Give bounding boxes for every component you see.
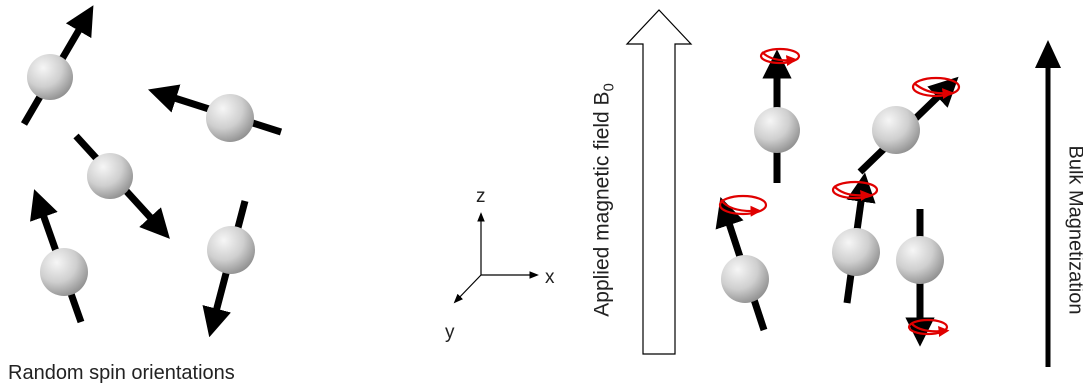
applied-field-text: Applied magnetic field B xyxy=(590,91,614,317)
random-spin-4 xyxy=(30,189,88,324)
random-spin-3 xyxy=(73,133,170,239)
aligned-spin-1 xyxy=(754,47,801,183)
aligned-spin-5 xyxy=(896,209,950,347)
random-spin-1 xyxy=(20,5,94,126)
applied-field-label: Applied magnetic field B0 xyxy=(590,83,617,316)
caption-random-spin-orientations: Random spin orientations xyxy=(8,362,235,384)
aligned-spin-2 xyxy=(857,76,961,175)
aligned-spin-3 xyxy=(715,194,769,332)
coordinate-axes xyxy=(453,212,539,304)
bulk-magnetization-label: Bulk Magnetization xyxy=(1064,145,1083,315)
axis-label-x: x xyxy=(545,267,555,288)
random-spin-5 xyxy=(202,200,255,338)
applied-field-subscript: 0 xyxy=(601,83,618,92)
axis-label-z: z xyxy=(476,186,486,207)
applied-field-arrow xyxy=(625,9,693,355)
aligned-spin-4 xyxy=(831,172,880,304)
bulk-magnetization-arrow xyxy=(1035,40,1061,367)
random-spin-2 xyxy=(147,84,283,142)
axis-label-y: y xyxy=(445,322,455,343)
